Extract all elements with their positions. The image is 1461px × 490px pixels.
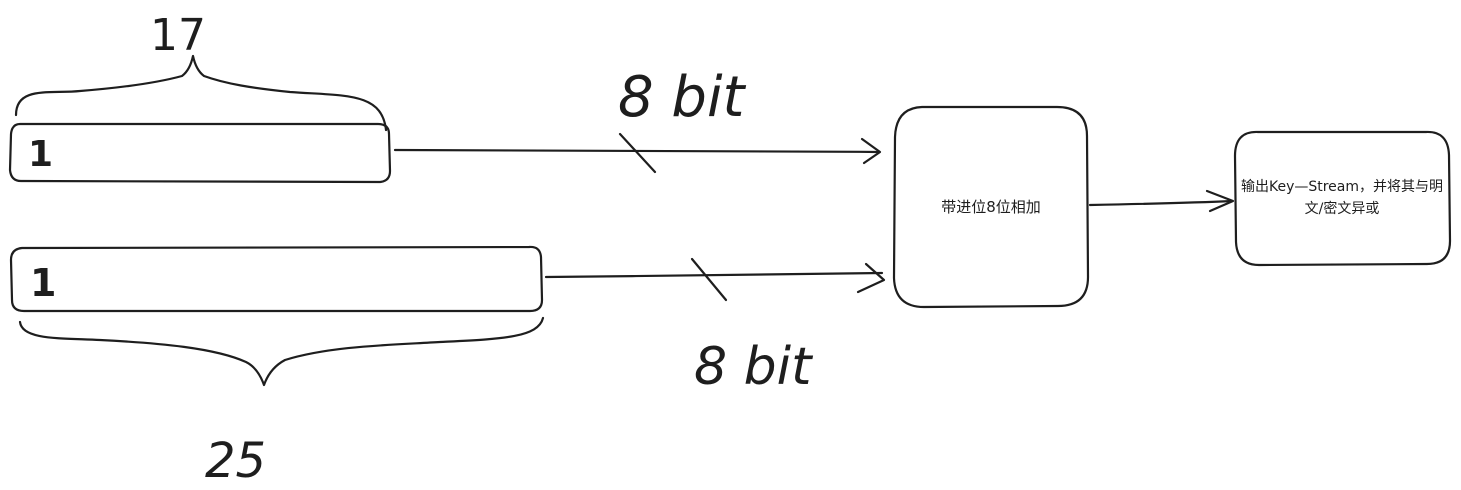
brace-top bbox=[14, 54, 388, 132]
arrow-output-head bbox=[1205, 189, 1235, 213]
brace-bottom bbox=[18, 316, 545, 387]
bus-slash-bottom bbox=[690, 257, 728, 302]
output-box bbox=[1233, 130, 1452, 267]
output-label: 输出Key—Stream，并将其与明文/密文异或 bbox=[1240, 179, 1444, 217]
adder-label: 带进位8位相加 bbox=[941, 198, 1041, 216]
register-top bbox=[8, 122, 392, 184]
bottom-bus-width: 8 bit bbox=[694, 337, 813, 397]
arrow-bottom bbox=[544, 271, 884, 279]
arrow-output bbox=[1088, 199, 1234, 207]
arrow-top bbox=[393, 148, 880, 154]
arrow-bottom-head bbox=[856, 262, 886, 294]
register-top-length: 17 bbox=[150, 10, 206, 61]
top-bus-width: 8 bit bbox=[618, 65, 747, 130]
register-top-bit: 1 bbox=[28, 134, 53, 175]
adder-box bbox=[892, 105, 1090, 309]
bus-slash-top bbox=[618, 132, 657, 174]
register-bottom-length: 25 bbox=[205, 433, 266, 489]
register-bottom-bit: 1 bbox=[30, 261, 56, 305]
arrow-top-head bbox=[860, 137, 882, 165]
register-bottom bbox=[9, 245, 544, 313]
